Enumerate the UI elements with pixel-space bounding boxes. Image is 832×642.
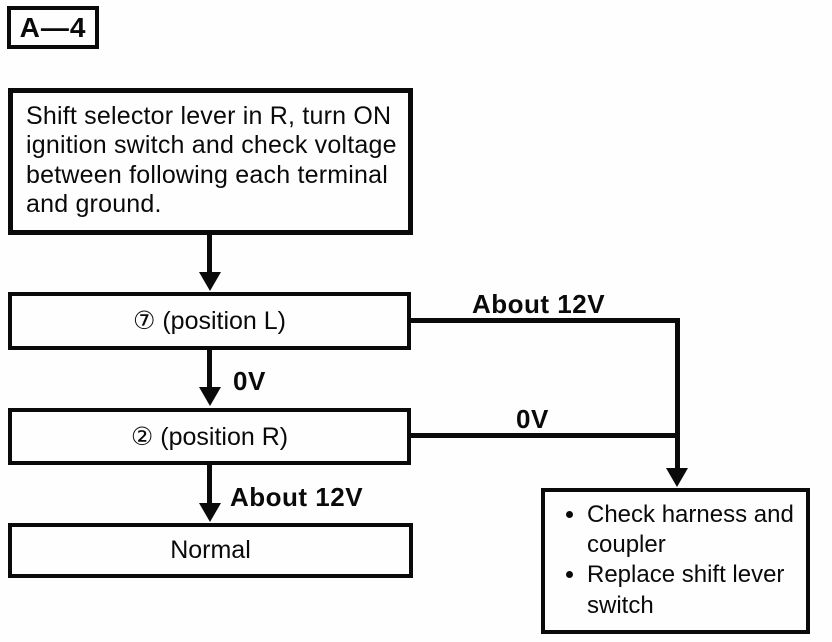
- edge-label-terminal2-to-normal: About 12V: [230, 482, 364, 512]
- action-item: Check harness and coupler: [587, 500, 802, 560]
- arrow-start-to-terminal7-shaft: [207, 235, 212, 275]
- terminal2-node: ② (position R): [8, 408, 411, 465]
- normal-node: Normal: [8, 523, 413, 578]
- terminal2-node-text: ② (position R): [130, 422, 289, 451]
- action-item: Replace shift lever switch: [587, 560, 802, 620]
- start-node-text: Shift selector lever in R, turn ON ignit…: [26, 102, 397, 218]
- arrow-to-action-head: [666, 468, 688, 487]
- arrow-terminal7-to-terminal2-head: [199, 387, 221, 406]
- terminal7-node: ⑦ (position L): [8, 292, 411, 350]
- edge-label-terminal2-to-action: 0V: [516, 404, 549, 434]
- arrow-terminal2-to-normal-shaft: [207, 465, 212, 505]
- diagram-id-box: A—4: [7, 6, 99, 49]
- diagram-id-label: A—4: [19, 11, 87, 43]
- edge-terminal7-to-action-hline: [411, 318, 680, 323]
- arrow-start-to-terminal7-head: [199, 272, 221, 291]
- start-node: Shift selector lever in R, turn ON ignit…: [8, 88, 413, 235]
- arrow-terminal7-to-terminal2-shaft: [207, 350, 212, 390]
- terminal7-node-text: ⑦ (position L): [132, 307, 287, 335]
- action-item-list: Check harness and coupler Replace shift …: [553, 500, 802, 621]
- edge-label-terminal7-to-action: About 12V: [472, 289, 606, 319]
- action-node: Check harness and coupler Replace shift …: [541, 488, 810, 634]
- edge-to-action-vline: [675, 318, 680, 469]
- arrow-terminal2-to-normal-head: [199, 503, 221, 522]
- edge-terminal2-to-action-hline: [411, 433, 677, 438]
- normal-node-text: Normal: [170, 536, 251, 564]
- edge-label-terminal7-to-terminal2: 0V: [233, 366, 266, 396]
